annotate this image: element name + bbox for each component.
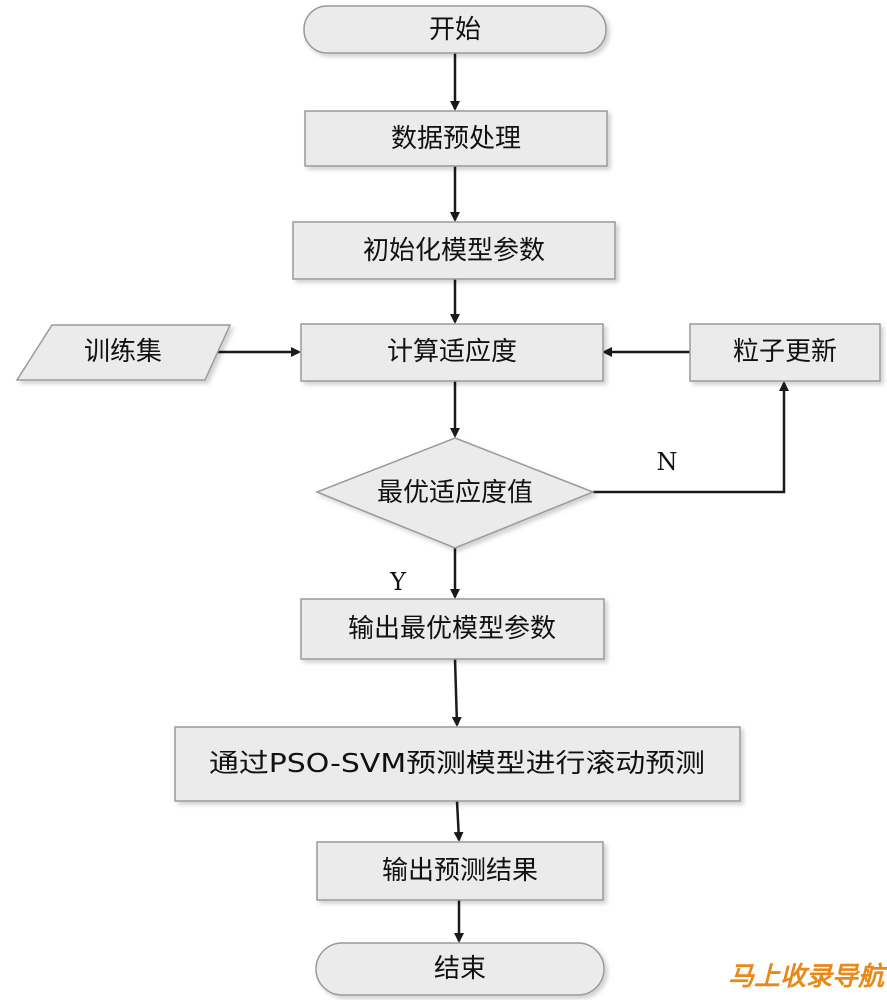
best-fitness-decision: [314, 437, 596, 549]
compute-fitness-box: [300, 323, 604, 382]
start-terminal: [303, 5, 607, 54]
arrow-output-to-rolling: [451, 658, 462, 727]
branch-no-label: N: [657, 448, 678, 476]
nodes: [15, 5, 881, 996]
best-fitness-label: 最优适应度值: [377, 478, 533, 508]
end-terminal: [315, 942, 605, 996]
init-params-label: 初始化模型参数: [363, 236, 545, 266]
end-label: 结束: [434, 954, 486, 984]
watermark: 马上收录导航: [728, 962, 887, 992]
watermark-text: 马上收录导航: [728, 962, 887, 992]
training-set-label: 训练集: [84, 337, 162, 367]
output-params-label: 输出最优模型参数: [348, 614, 556, 644]
start-label: 开始: [429, 15, 481, 45]
particle-update-box: [689, 323, 881, 382]
output-results-box: [316, 841, 604, 901]
training-set-parallelogram: [15, 324, 232, 381]
rolling-predict-label: 通过PSO-SVM预测模型进行滚动预测: [209, 749, 705, 779]
connectors: [205, 53, 789, 943]
particle-update-label: 粒子更新: [733, 337, 837, 367]
rolling-predict-box: [174, 726, 741, 802]
preprocess-box: [304, 110, 608, 167]
output-params-box: [300, 598, 605, 660]
compute-fitness-label: 计算适应度: [387, 337, 517, 367]
output-results-label: 输出预测结果: [382, 856, 538, 886]
arrow-decision-no-to-update: [593, 381, 789, 494]
arrow-rolling-to-results: [453, 800, 464, 842]
branch-yes-label: Y: [389, 568, 407, 596]
preprocess-label: 数据预处理: [391, 124, 521, 154]
init-params-box: [292, 221, 616, 280]
